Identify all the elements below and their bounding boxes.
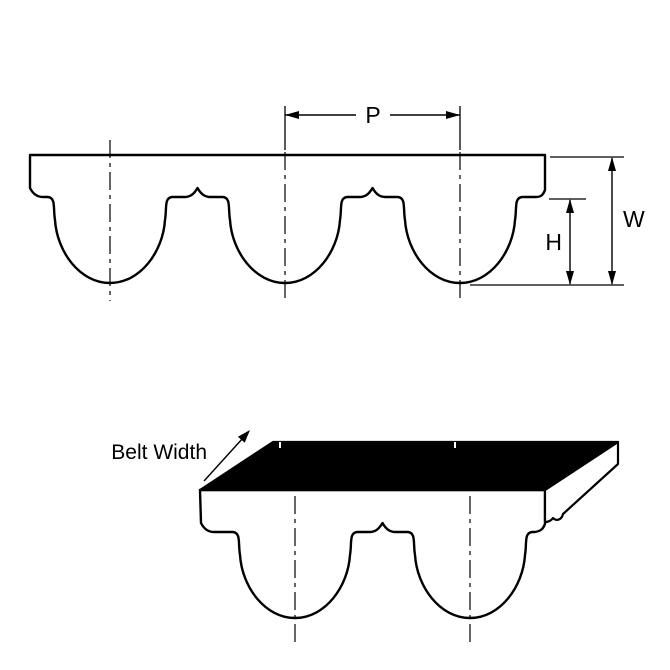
pitch-label: P	[365, 102, 380, 128]
belt-cross-section-outline	[28, 153, 547, 285]
w-arrow-top	[608, 157, 616, 171]
dimension-overall-height: W	[470, 156, 645, 286]
pitch-arrow-right	[446, 111, 460, 119]
iso-right-end-face	[543, 440, 620, 524]
belt-width-arrowhead	[237, 430, 250, 443]
h-arrow-top	[566, 199, 574, 213]
dimension-tooth-height: H	[545, 198, 586, 285]
h-arrow-bottom	[566, 271, 574, 285]
belt-width-label: Belt Width	[111, 441, 207, 464]
iso-top-face	[198, 440, 620, 492]
overall-height-label: W	[623, 206, 645, 232]
dimension-pitch: P	[284, 102, 461, 150]
w-arrow-bottom	[608, 271, 616, 285]
belt-width-arrow-line	[203, 437, 244, 482]
cross-section-view	[28, 140, 547, 301]
isometric-view	[198, 440, 620, 643]
tooth-height-label: H	[545, 229, 562, 255]
pitch-arrow-left	[285, 111, 299, 119]
iso-front-profile	[198, 488, 547, 620]
belt-width-callout: Belt Width	[111, 430, 250, 482]
